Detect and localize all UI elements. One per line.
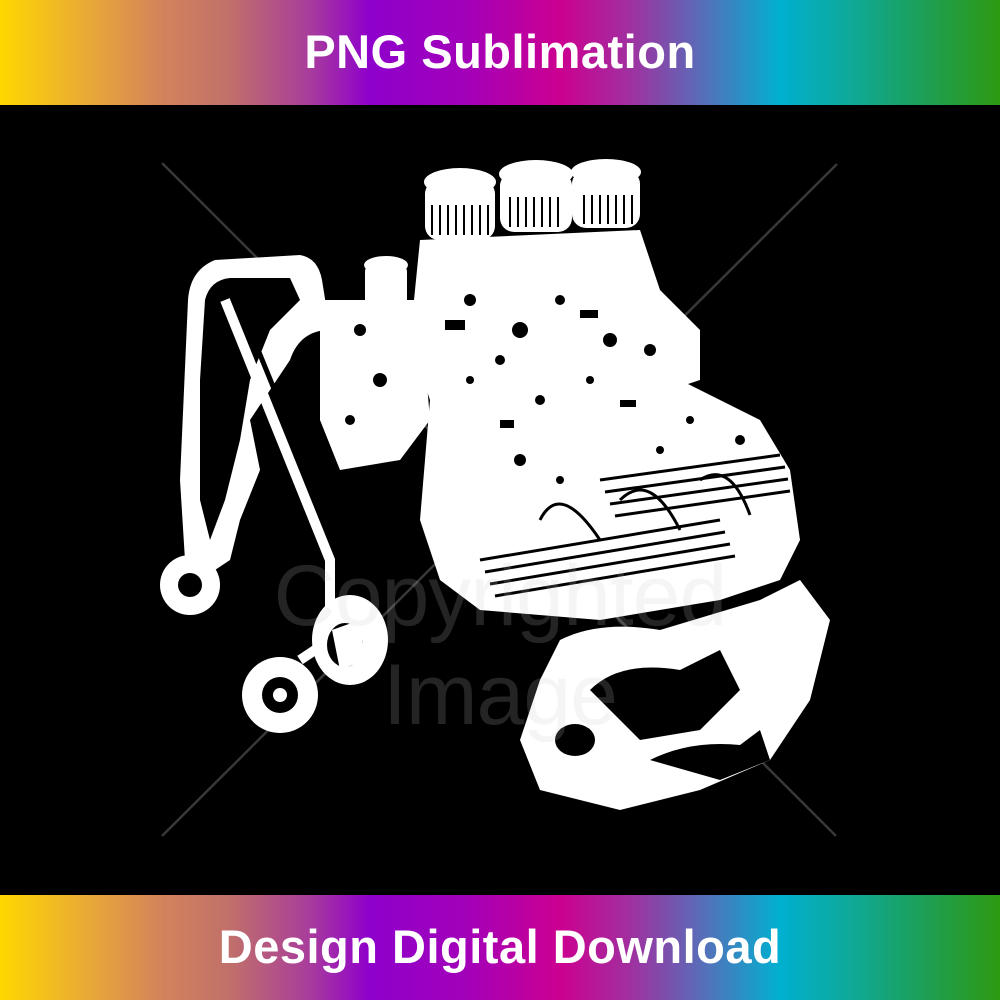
banner-title: PNG Sublimation: [304, 25, 696, 78]
banner-subtitle: Design Digital Download: [218, 920, 782, 973]
top-banner: PNG Sublimation: [0, 0, 1000, 105]
carburetor-stack: [320, 159, 700, 470]
bottom-banner: Design Digital Download: [0, 895, 1000, 1000]
engine-body: [160, 255, 388, 733]
stencil-texture: [345, 294, 745, 484]
valve-covers: [420, 380, 800, 620]
artwork-canvas: Copyrighted Image: [0, 105, 1000, 895]
exhaust-headers: [520, 580, 830, 810]
engine-illustration: [160, 159, 838, 837]
